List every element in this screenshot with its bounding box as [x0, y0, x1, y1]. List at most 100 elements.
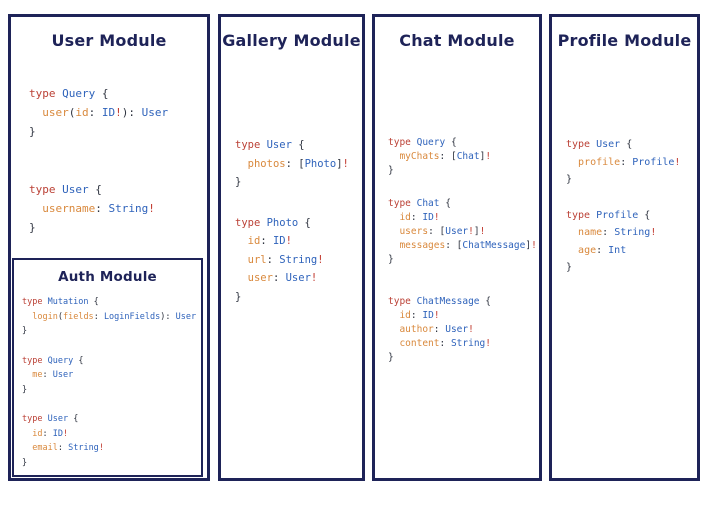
code-token-kw: type [235, 139, 267, 151]
code-block-chatmessage-type: type ChatMessage { id: ID! author: User!… [388, 295, 539, 365]
panel-auth-module: Auth Module type Mutation { login(fields… [12, 258, 203, 477]
code-token-pun [566, 227, 578, 238]
panel-title-gallery-module: Gallery Module [222, 31, 361, 50]
code-token-pun [22, 312, 32, 322]
code-token-kw: type [235, 216, 267, 229]
code-token-kw: type [388, 198, 417, 209]
panel-title-profile-module: Profile Module [557, 31, 692, 50]
code-token-typ: ID [422, 212, 434, 223]
code-token-pun: ( [68, 106, 76, 119]
code-token-bang: ! [650, 227, 657, 238]
code-token-pun: { [644, 209, 651, 221]
code-token-pun: : [410, 310, 423, 321]
code-token-kw: type [388, 137, 417, 148]
code-token-fld: username [42, 202, 96, 215]
code-token-typ: User [52, 370, 74, 380]
code-token-bang: ! [485, 151, 492, 162]
code-token-typ: Photo [266, 216, 305, 229]
code-line: } [22, 383, 201, 398]
code-token-typ: Profile [632, 156, 675, 168]
code-line: type Profile { [566, 207, 697, 225]
code-token-pun: : [266, 253, 280, 266]
code-token-pun: : [285, 157, 299, 170]
code-token-typ: Photo [304, 157, 337, 170]
code-token-bang: ! [98, 443, 104, 453]
code-token-typ: Profile [596, 209, 645, 221]
code-line: email: String! [22, 441, 201, 456]
code-token-pun [22, 370, 32, 380]
panel-title-auth-module: Auth Module [58, 269, 157, 285]
code-token-pun: { [95, 183, 102, 196]
code-token-pun: : [445, 240, 457, 251]
code-token-pun: } [22, 384, 28, 395]
code-token-typ: String [614, 227, 651, 238]
code-line: type Query { [22, 354, 201, 369]
code-token-fld: content [399, 338, 440, 349]
code-token-typ: User [445, 324, 469, 335]
code-token-bang: ! [479, 226, 486, 237]
code-token-fld: profile [578, 156, 621, 168]
code-token-fld: users [399, 226, 429, 237]
code-token-bang: ! [285, 235, 292, 247]
code-token-pun: { [78, 355, 84, 366]
code-token-pun [235, 272, 248, 284]
code-token-typ: ChatMessage [462, 240, 526, 251]
code-token-typ: LoginFields [103, 311, 161, 322]
panel-title-chat-module: Chat Module [399, 31, 515, 50]
code-token-pun [22, 429, 32, 439]
code-token-bang: ! [468, 226, 474, 237]
code-token-pun: } [566, 262, 573, 273]
code-token-fld: author [399, 324, 434, 335]
code-token-pun: } [388, 352, 394, 363]
code-token-pun: : [93, 311, 104, 322]
code-token-pun: : [428, 226, 440, 237]
code-token-pun: : [42, 428, 53, 439]
code-token-typ: ID [101, 106, 116, 119]
code-token-pun [235, 158, 248, 170]
code-token-kw: type [566, 209, 597, 221]
panel-gallery-module: Gallery Module type User { photos: [Phot… [218, 14, 365, 481]
code-token-pun: { [73, 414, 79, 424]
code-line: type Query { [388, 136, 539, 150]
code-token-kw: type [22, 297, 48, 307]
code-token-fld: url [247, 253, 267, 266]
code-token-pun: : [439, 338, 451, 349]
code-token-fld: login [32, 311, 58, 322]
code-token-fld: id [399, 212, 411, 223]
code-token-pun: : [439, 151, 451, 162]
code-token-pun [29, 202, 42, 215]
panel-chat-module: Chat Module type Query { myChats: [Chat]… [372, 14, 542, 481]
panel-user-module: User Module type Query { user(id: ID!): … [8, 14, 210, 481]
code-token-pun: ): [160, 311, 176, 322]
code-token-pun [566, 245, 578, 256]
code-line: photos: [Photo]! [235, 155, 362, 174]
code-token-kw: type [388, 296, 417, 307]
code-token-pun [22, 443, 32, 453]
code-line: type Mutation { [22, 295, 201, 310]
code-token-pun: { [626, 139, 633, 150]
code-token-pun: : [410, 212, 423, 223]
code-token-fld: photos [247, 157, 286, 170]
code-token-typ: Chat [456, 151, 480, 162]
code-token-typ: Chat [416, 198, 446, 209]
code-block-auth-user: type User { id: ID! email: String!} [22, 412, 201, 470]
code-line: } [29, 218, 207, 237]
code-token-pun: : [95, 202, 109, 215]
code-token-typ: Int [608, 244, 627, 256]
code-token-fld: email [32, 443, 58, 453]
code-line: } [22, 324, 201, 339]
code-token-pun [388, 310, 399, 321]
code-token-pun: ] [525, 240, 532, 251]
code-token-bang: ! [674, 156, 681, 168]
code-line: } [235, 288, 362, 307]
code-token-fld: me [32, 370, 43, 380]
code-line: type User { [22, 412, 201, 427]
code-line: id: ID! [22, 427, 201, 442]
code-token-fld: id [32, 428, 43, 439]
code-token-pun: : [57, 443, 69, 453]
code-token-pun: ): [121, 106, 142, 119]
code-token-pun: } [29, 125, 36, 138]
code-line: } [388, 253, 539, 267]
code-token-typ: User [47, 414, 74, 424]
code-line: } [388, 164, 539, 178]
